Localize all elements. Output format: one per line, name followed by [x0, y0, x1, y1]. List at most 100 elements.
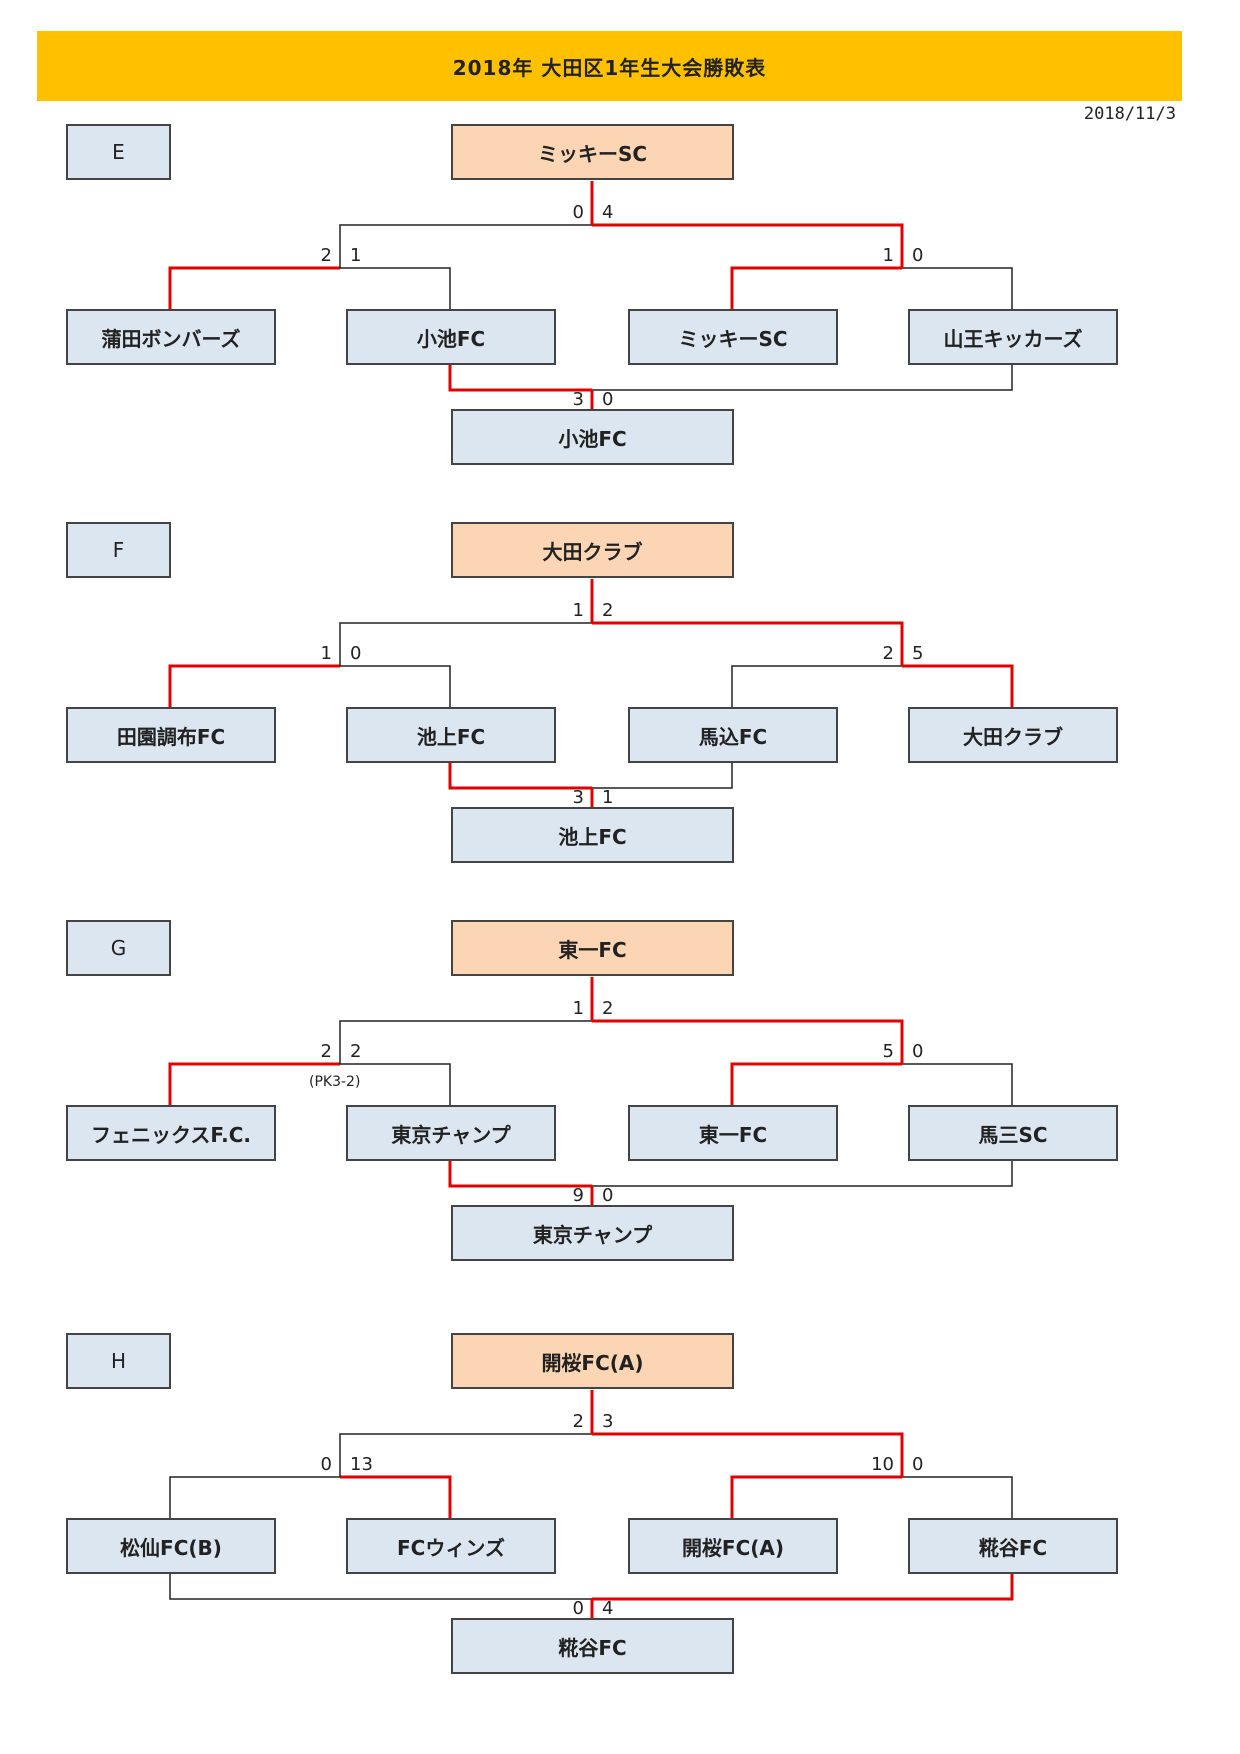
- final-line-right: [592, 1432, 904, 1477]
- semi-left-line-a: [169, 1476, 340, 1518]
- third-score-left: 3: [572, 787, 584, 808]
- semi-left-line-a: [168, 664, 340, 707]
- semi-right-score-a: 1: [882, 245, 894, 266]
- third-line-left: [169, 1574, 592, 1600]
- semi-right-line-b: [902, 664, 1014, 707]
- final-score-left: 2: [572, 1411, 584, 1432]
- semi-left-line-b: [340, 665, 451, 707]
- semi-left-score-b: 1: [350, 245, 362, 266]
- third-score-left: 0: [572, 1598, 584, 1619]
- third-place-box: 糀谷FC: [451, 1618, 734, 1674]
- third-line-right: [592, 1161, 1013, 1187]
- third-line-right: [592, 763, 733, 789]
- third-score-right: 4: [602, 1598, 614, 1619]
- semi-right-score-a: 5: [882, 1041, 894, 1062]
- third-line-left: [448, 365, 592, 392]
- group-label: G: [66, 920, 171, 976]
- semi-left-score-a: 0: [320, 1454, 332, 1475]
- team-box: FCウィンズ: [346, 1518, 556, 1574]
- team-box: ミッキーSC: [628, 309, 838, 365]
- team-box: 東京チャンプ: [346, 1105, 556, 1161]
- final-line-left: [339, 1020, 592, 1064]
- team-box: 松仙FC(B): [66, 1518, 276, 1574]
- date-label: 2018/11/3: [1083, 104, 1176, 124]
- semi-left-line-b: [340, 267, 451, 309]
- semi-left-score-b: 0: [350, 643, 362, 664]
- final-score-left: 0: [572, 202, 584, 223]
- final-line-left: [339, 1433, 592, 1477]
- final-score-right: 3: [602, 1411, 614, 1432]
- semi-left-score-a: 2: [320, 245, 332, 266]
- semi-left-score-a: 1: [320, 643, 332, 664]
- semi-left-score-b: 13: [350, 1454, 373, 1475]
- champion-box: ミッキーSC: [451, 124, 734, 180]
- semi-right-line-a: [730, 1475, 902, 1518]
- group-label: E: [66, 124, 171, 180]
- third-place-box: 小池FC: [451, 409, 734, 465]
- semi-right-score-b: 0: [912, 245, 924, 266]
- team-box: 開桜FC(A): [628, 1518, 838, 1574]
- final-line-right: [592, 1019, 904, 1064]
- team-box: 糀谷FC: [908, 1518, 1118, 1574]
- group-label: H: [66, 1333, 171, 1389]
- semi-left-line-a: [168, 1062, 340, 1105]
- third-score-left: 9: [572, 1185, 584, 1206]
- group-label: F: [66, 522, 171, 578]
- team-box: 小池FC: [346, 309, 556, 365]
- third-score-left: 3: [572, 389, 584, 410]
- title-bar: 2018年 大田区1年生大会勝敗表: [37, 31, 1182, 101]
- team-box: 山王キッカーズ: [908, 309, 1118, 365]
- team-box: 馬三SC: [908, 1105, 1118, 1161]
- semi-left-line-a: [168, 266, 340, 309]
- final-score-right: 4: [602, 202, 614, 223]
- bracket-lines: [168, 579, 1014, 807]
- champion-box: 東一FC: [451, 920, 734, 976]
- semi-right-line-a: [730, 1062, 902, 1105]
- team-box: 田園調布FC: [66, 707, 276, 763]
- third-line-left: [448, 763, 592, 790]
- semi-left-score-b: 2: [350, 1041, 362, 1062]
- team-box: 馬込FC: [628, 707, 838, 763]
- team-box: フェニックスF.C.: [66, 1105, 276, 1161]
- semi-right-line-a: [731, 665, 902, 707]
- semi-right-score-b: 5: [912, 643, 924, 664]
- final-score-left: 1: [572, 600, 584, 621]
- final-line-left: [339, 224, 592, 268]
- final-line-right: [592, 621, 904, 666]
- third-place-box: 池上FC: [451, 807, 734, 863]
- semi-right-line-b: [902, 1063, 1013, 1105]
- semi-left-score-a: 2: [320, 1041, 332, 1062]
- team-box: 大田クラブ: [908, 707, 1118, 763]
- third-score-right: 0: [602, 1185, 614, 1206]
- team-box: 東一FC: [628, 1105, 838, 1161]
- bracket-lines: [169, 1390, 1014, 1618]
- semi-right-score-b: 0: [912, 1454, 924, 1475]
- third-line-right: [592, 1574, 1014, 1601]
- page-title: 2018年 大田区1年生大会勝敗表: [452, 55, 767, 80]
- bracket-lines: [168, 977, 1013, 1205]
- final-line-left: [339, 622, 592, 666]
- semi-right-score-b: 0: [912, 1041, 924, 1062]
- semi-right-line-b: [902, 1476, 1013, 1518]
- final-score-left: 1: [572, 998, 584, 1019]
- semi-right-line-b: [902, 267, 1013, 309]
- semi-right-score-a: 2: [882, 643, 894, 664]
- semi-right-line-a: [730, 266, 902, 309]
- champion-box: 大田クラブ: [451, 522, 734, 578]
- third-score-right: 0: [602, 389, 614, 410]
- final-score-right: 2: [602, 600, 614, 621]
- third-line-right: [592, 365, 1013, 391]
- third-place-box: 東京チャンプ: [451, 1205, 734, 1261]
- semi-right-score-a: 10: [871, 1454, 894, 1475]
- champion-box: 開桜FC(A): [451, 1333, 734, 1389]
- bracket-lines: [168, 181, 1013, 409]
- pk-note: (PK3-2): [309, 1074, 361, 1090]
- third-score-right: 1: [602, 787, 614, 808]
- third-line-left: [448, 1161, 592, 1188]
- team-box: 蒲田ボンバーズ: [66, 309, 276, 365]
- semi-left-line-b: [340, 1475, 452, 1518]
